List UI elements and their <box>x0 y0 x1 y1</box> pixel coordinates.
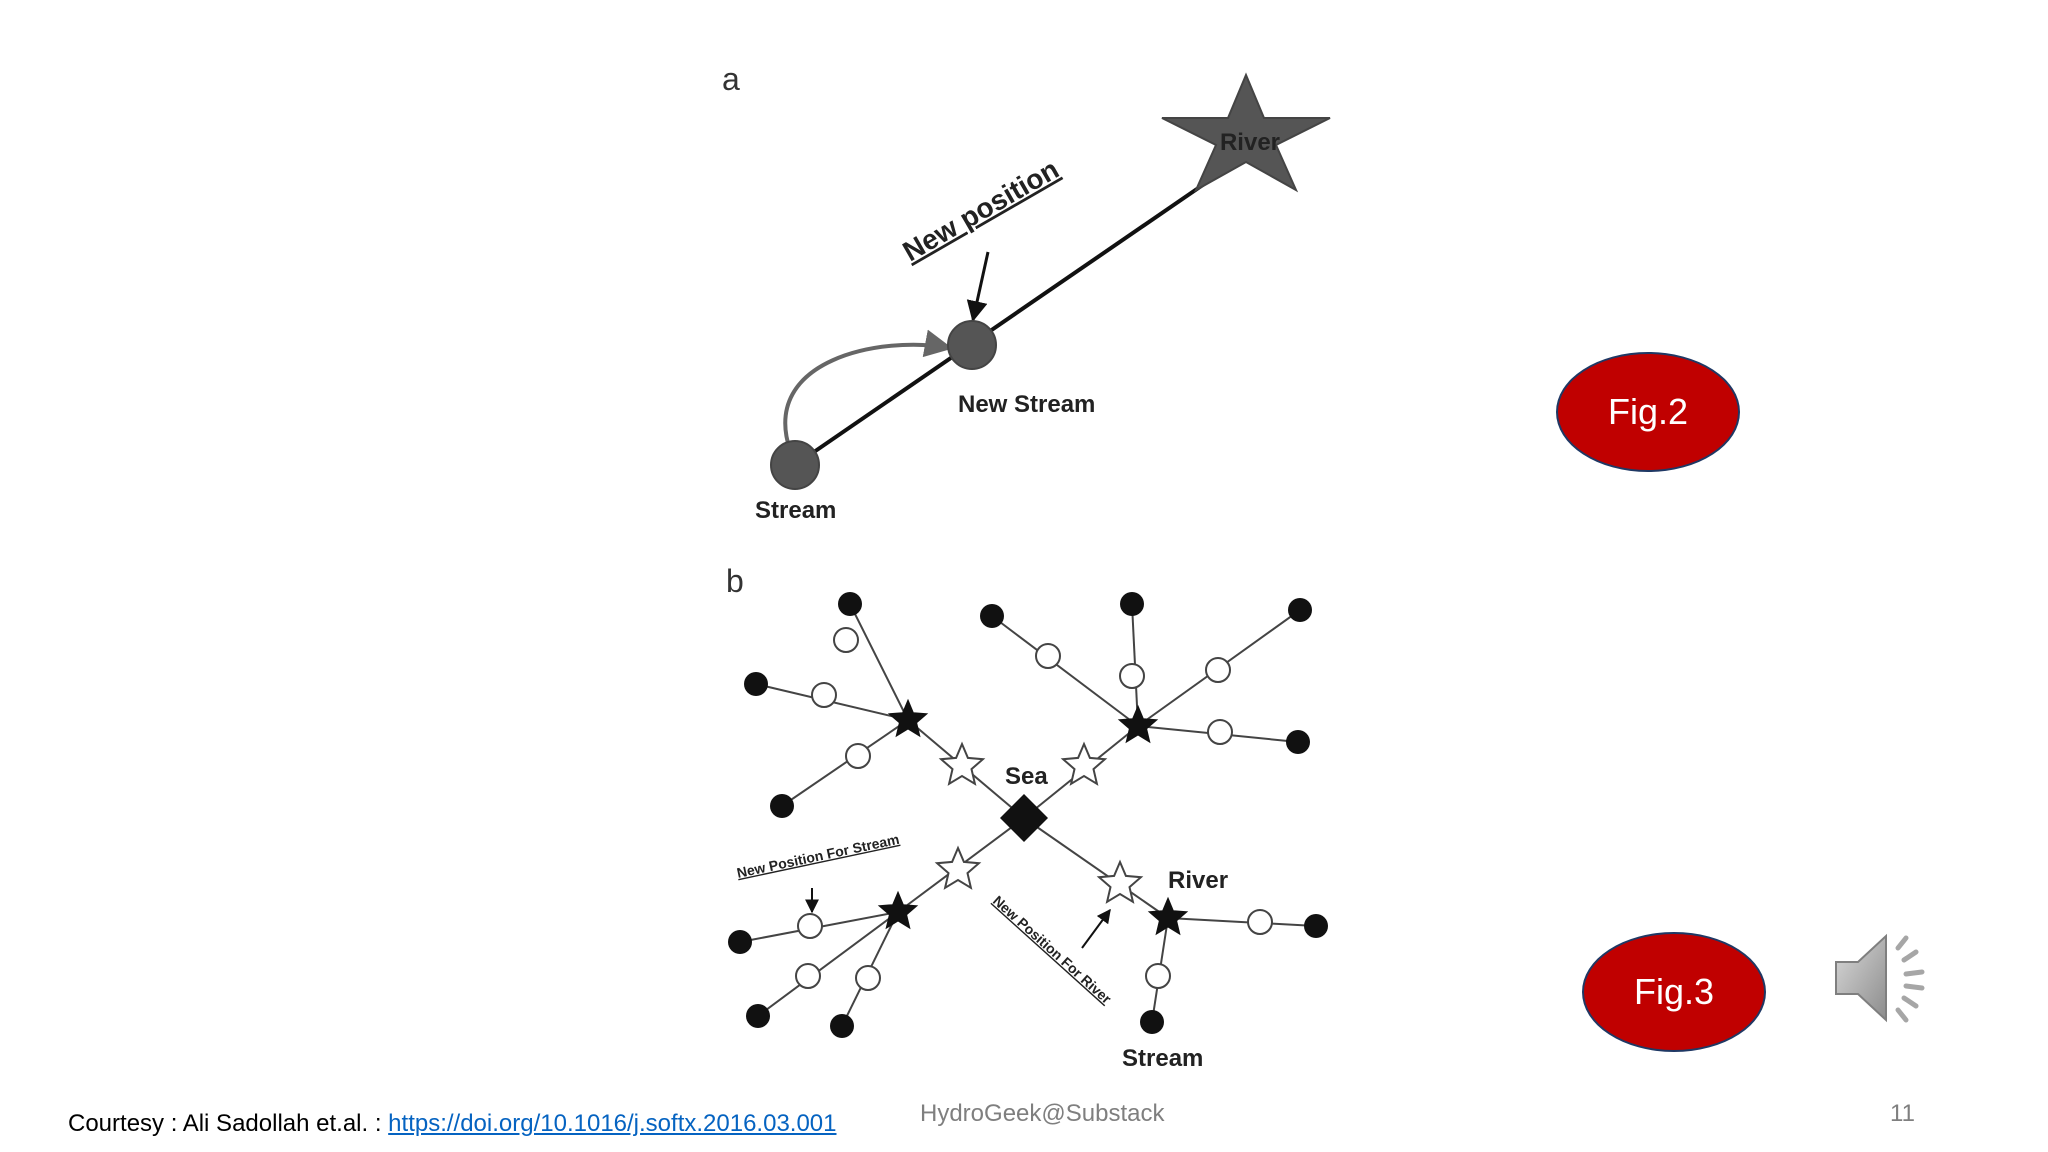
stream-circle <box>770 794 794 818</box>
river-label-a: River <box>1220 129 1280 156</box>
new-position-label: New position <box>898 153 1064 267</box>
new-position-river-label: New Position For River <box>990 892 1115 1007</box>
stream-circle <box>744 672 768 696</box>
new-stream-position-circle <box>1119 663 1145 689</box>
new-stream-position-circle <box>1247 909 1273 935</box>
stream-circle <box>1304 914 1328 938</box>
fig3-badge: Fig.3 <box>1582 932 1766 1052</box>
new-position-arrow <box>966 251 990 323</box>
sea-river-link <box>1023 817 1169 919</box>
new-stream-position-circle <box>1145 963 1171 989</box>
stream-circle <box>728 930 752 954</box>
brand-text: HydroGeek@Substack <box>920 1100 1165 1127</box>
stream-label-b: Stream <box>1122 1045 1203 1072</box>
new-river-position-star <box>934 845 982 890</box>
river-label-b: River <box>1168 867 1228 894</box>
stream-circle <box>1140 1010 1164 1034</box>
river-stream-link <box>781 719 909 807</box>
river-stream-link <box>1167 917 1317 927</box>
stream-label-a: Stream <box>755 497 836 524</box>
new-stream-position-circle <box>833 627 859 653</box>
sea-diamond <box>1000 794 1048 842</box>
new-position-river-arrow <box>1081 908 1111 949</box>
stream-circle <box>746 1004 770 1028</box>
courtesy-text: Courtesy : Ali Sadollah et.al. : https:/… <box>68 1110 837 1138</box>
stream-circle <box>980 604 1004 628</box>
network-nodes <box>728 592 1328 1038</box>
river-stream-link <box>757 911 899 1017</box>
panel-a-letter: a <box>722 61 740 97</box>
stream-to-river-line <box>793 178 1212 467</box>
stream-circle <box>1120 592 1144 616</box>
river-stream-link <box>849 603 909 721</box>
new-stream-position-circle <box>1205 657 1231 683</box>
river-star <box>877 890 919 930</box>
new-stream-position-circle <box>811 682 837 708</box>
new-river-position-star <box>1060 741 1108 786</box>
new-stream-label: New Stream <box>958 391 1095 418</box>
river-star <box>887 698 929 738</box>
new-stream-circle <box>947 320 997 370</box>
fig2-badge: Fig.2 <box>1556 352 1740 472</box>
doi-link[interactable]: https://doi.org/10.1016/j.softx.2016.03.… <box>388 1110 837 1137</box>
river-star <box>1117 704 1159 744</box>
new-stream-position-circle <box>1207 719 1233 745</box>
move-arrow <box>783 329 953 451</box>
stream-circle <box>838 592 862 616</box>
speaker-icon[interactable] <box>1830 928 1940 1028</box>
panel-b: b Sea River Stream New Position For Stre… <box>726 563 1328 1072</box>
new-stream-position-circle <box>1035 643 1061 669</box>
new-stream-position-circle <box>845 743 871 769</box>
river-star <box>1147 896 1189 936</box>
new-stream-position-circle <box>797 913 823 939</box>
new-stream-position-circle <box>855 965 881 991</box>
panel-b-letter: b <box>726 563 744 599</box>
stream-circle <box>1288 598 1312 622</box>
sea-label: Sea <box>1005 763 1048 790</box>
page-number: 11 <box>1890 1100 1915 1127</box>
new-position-stream-label: New Position For Stream <box>735 831 900 881</box>
stream-circle <box>770 440 820 490</box>
new-river-position-star <box>938 741 986 786</box>
stream-circle <box>830 1014 854 1038</box>
new-river-position-star <box>1096 859 1144 904</box>
river-stream-link <box>991 615 1139 727</box>
new-stream-position-circle <box>795 963 821 989</box>
panel-a: a River New position New Stream Stream <box>722 61 1331 524</box>
river-star <box>1161 72 1331 193</box>
courtesy-prefix: Courtesy : Ali Sadollah et.al. : <box>68 1110 389 1137</box>
stream-circle <box>1286 730 1310 754</box>
